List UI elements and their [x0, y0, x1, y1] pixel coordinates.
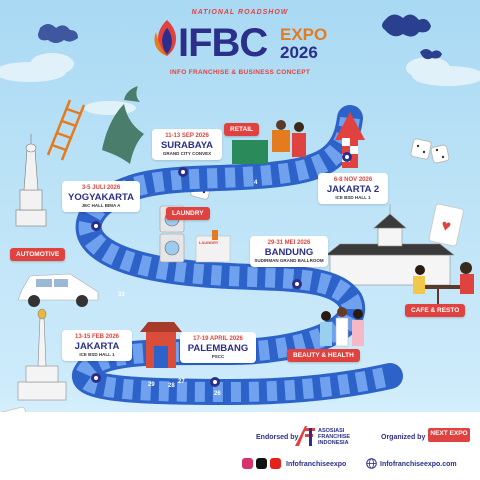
- event-city: PALEMBANG: [187, 343, 249, 354]
- category-tag-beauty-health: BEAUTY & HEALTH: [287, 349, 360, 362]
- svg-text:♥: ♥: [439, 217, 452, 236]
- event-venue: GRAND CITY CONVEX: [162, 151, 212, 156]
- event-city: JAKARTA 2: [326, 184, 380, 195]
- brand-name: IFBC: [178, 21, 268, 65]
- ifbc-logo-icon: [154, 20, 177, 56]
- category-tag-automotive: AUTOMOTIVE: [10, 248, 66, 261]
- event-city: BANDUNG: [264, 247, 314, 258]
- ampera-gate: [140, 322, 182, 368]
- car-illustration: [17, 273, 99, 307]
- endorsed-label: Endorsed by: [256, 434, 299, 441]
- cafe-scene: [413, 262, 474, 308]
- board-number: 29: [148, 382, 155, 388]
- afi-name: ASOSIASI FRANCHISE INDONESIA: [318, 428, 350, 446]
- website-link[interactable]: Infofranchiseexpo.com: [380, 461, 457, 468]
- event-date: 17-19 APRIL 2026: [193, 336, 243, 342]
- footer: [0, 412, 480, 480]
- event-city: YOGYAKARTA: [68, 192, 134, 203]
- afi-logo-icon: [295, 426, 315, 446]
- event-card-palembang: 17-19 APRIL 2026 PALEMBANG PSCC: [180, 332, 256, 363]
- gedung-sate: [325, 204, 455, 286]
- board-number: 27: [178, 379, 185, 385]
- event-card-surabaya: 11-13 SEP 2026 SURABAYA GRAND CITY CONVE…: [152, 129, 222, 160]
- category-tag-cafe-resto: CAFE & RESTO: [405, 304, 466, 317]
- laundry-sign: LAUNDRY: [199, 240, 219, 245]
- event-venue: SUDIRMAN GRAND BALLROOM: [254, 258, 324, 263]
- tugu-monument: [15, 134, 47, 227]
- tagline: INFO FRANCHISE & BUSINESS CONCEPT: [169, 69, 311, 76]
- playing-card: ♥: [428, 203, 464, 247]
- organizer-name: NEXT EXPO: [430, 430, 468, 437]
- afi-line: INDONESIA: [318, 440, 349, 446]
- event-city: JAKARTA: [74, 341, 120, 352]
- roadshow-title: NATIONAL ROADSHOW: [191, 9, 289, 16]
- event-date: 13-15 FEB 2026: [74, 334, 120, 340]
- event-card-yogyakarta: 3-5 JULI 2026 YOGYAKARTA JEC HALL BIMA A: [62, 181, 140, 212]
- game-board-road: 4 29 28 27 26 33: [17, 86, 474, 406]
- instagram-icon[interactable]: [242, 458, 253, 469]
- social-handle[interactable]: Infofranchiseexpo: [286, 461, 347, 468]
- ladder-decor: [46, 99, 86, 161]
- event-card-bandung: 29-31 MEI 2026 BANDUNG SUDIRMAN GRAND BA…: [250, 236, 328, 267]
- expo-word: EXPO: [280, 25, 328, 44]
- background-decor: ♥ ♥: [0, 14, 480, 412]
- event-venue: JEC HALL BIMA A: [81, 203, 121, 208]
- event-venue: ICE BSD HALL 1: [335, 195, 371, 200]
- globe-icon: [366, 458, 377, 469]
- category-tag-laundry: LAUNDRY: [166, 207, 210, 220]
- nex-logo-icon: [428, 428, 470, 442]
- event-year: 2026: [280, 43, 318, 62]
- playing-card: ♥: [0, 406, 36, 412]
- event-date: 6-8 NOV 2026: [333, 177, 373, 183]
- board-number: 28: [168, 383, 175, 389]
- event-city: SURABAYA: [160, 140, 214, 151]
- event-date: 3-5 JULI 2026: [81, 185, 121, 191]
- afi-line: FRANCHISE: [318, 434, 351, 440]
- board-number: 26: [214, 391, 221, 397]
- category-tag-retail: RETAIL: [224, 123, 259, 136]
- board-number: 33: [118, 292, 125, 298]
- monas-monument: [17, 308, 67, 401]
- event-venue: ICE BSD HALL 1: [79, 352, 115, 357]
- organized-label: Organized by: [381, 434, 426, 441]
- youtube-icon[interactable]: [270, 458, 281, 469]
- event-date: 29-31 MEI 2026: [267, 240, 311, 246]
- tiktok-icon[interactable]: [256, 458, 267, 469]
- board-number: 4: [254, 180, 258, 186]
- cloud-icon: [38, 14, 442, 60]
- surabaya-statue: [102, 86, 144, 164]
- event-date: 11-13 SEP 2026: [165, 133, 209, 139]
- event-card-jakarta: 13-15 FEB 2026 JAKARTA ICE BSD HALL 1: [62, 330, 132, 361]
- event-venue: PSCC: [211, 354, 225, 359]
- afi-line: ASOSIASI: [318, 428, 345, 434]
- beauty-scene: [320, 307, 364, 347]
- event-card-jakarta-2: 6-8 NOV 2026 JAKARTA 2 ICE BSD HALL 1: [318, 173, 388, 204]
- retail-scene: [232, 120, 306, 164]
